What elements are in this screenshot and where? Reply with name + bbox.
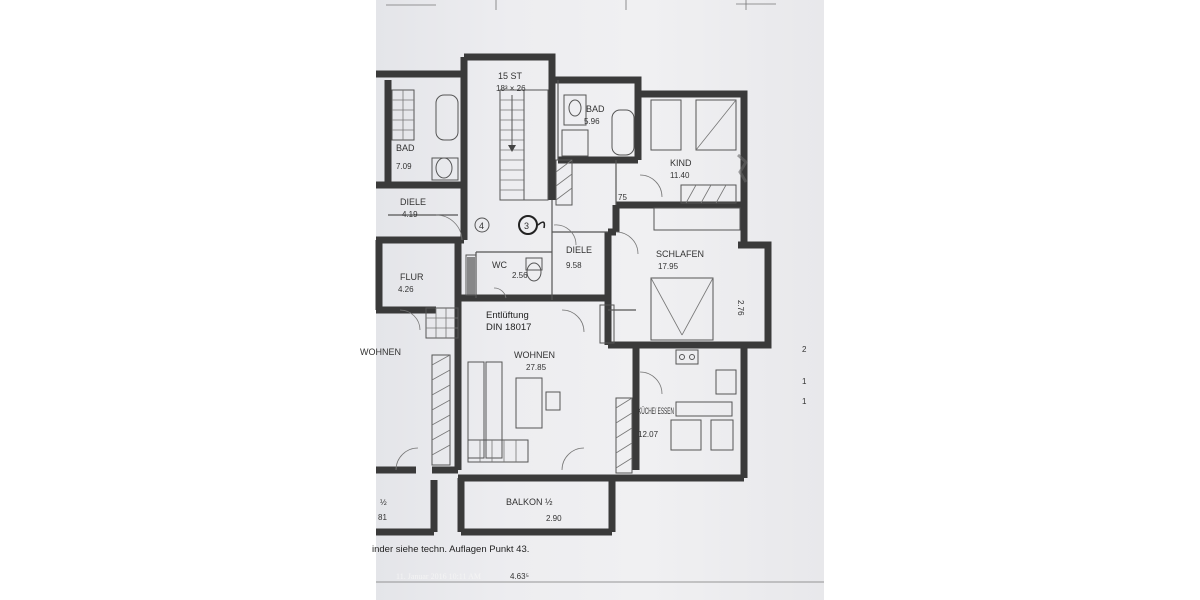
dimension-75: 75 [618, 193, 627, 202]
unit-number-3: 3 [524, 221, 529, 231]
interior-walls [388, 80, 636, 311]
margin-mark-1: 2 [802, 345, 807, 354]
photo-timestamp: 11. Januar 2016 10:11 AM [396, 572, 481, 581]
room-area-flur: 4.26 [398, 285, 414, 294]
room-name-balkon: BALKON ½ [506, 497, 553, 507]
room-area-kind: 11.40 [670, 171, 690, 180]
room-name-balkon-left: ½ [380, 498, 387, 507]
room-name-wohnen-left: WOHNEN [360, 347, 401, 357]
room-name-diele-left: DIELE [400, 197, 426, 207]
fixtures [391, 89, 635, 296]
unit-number-4: 4 [479, 221, 484, 231]
staircase [499, 89, 549, 201]
top-dimension-ticks [386, 0, 776, 10]
room-name-kind: KIND [670, 158, 692, 168]
room-name-diele-right: DIELE [566, 245, 592, 255]
technical-note: inder siehe techn. Auflagen Punkt 43. [372, 544, 529, 555]
walls [375, 53, 772, 536]
room-name-wohnen: WOHNEN [514, 350, 555, 360]
pen-mark [537, 221, 546, 229]
room-area-balkon-left: 81 [378, 513, 387, 522]
pencil-smudge [737, 153, 748, 183]
room-area-diele-right: 9.58 [566, 261, 582, 270]
bottom-dimension: 4.63⁵ [510, 572, 529, 581]
unit-number-circle-3 [518, 215, 538, 235]
furniture [467, 99, 737, 463]
room-area-schlafen: 17.95 [658, 262, 679, 271]
floor-plan: BAD 7.09 DIELE 4.19 FLUR 4.26 WOHNEN BAD… [360, 0, 824, 583]
door-swings [395, 174, 663, 471]
room-area-balkon: 2.90 [546, 514, 562, 523]
room-area-bad-right: 5.96 [584, 117, 600, 126]
room-name-schlafen: SCHLAFEN [656, 249, 704, 259]
room-area-bad-left: 7.09 [396, 162, 412, 171]
room-name-bad-right: BAD [586, 104, 605, 114]
ventilation-note-line2: DIN 18017 [486, 322, 531, 333]
margin-mark-2: 1 [802, 377, 807, 386]
stair-label: 15 ST [498, 71, 523, 81]
hatched-panels [425, 159, 741, 474]
stair-dimensions: 18³ × 26 [496, 84, 526, 93]
room-area-wc: 2.56 [512, 271, 528, 280]
unit-number-circle-4 [474, 217, 490, 233]
room-name-kueche: KÜCHE/ ESSEN [638, 406, 674, 416]
room-area-kueche: 12.07 [638, 430, 659, 439]
room-area-diele-left: 4.19 [402, 210, 418, 219]
dimension-276: 2.76 [736, 300, 745, 316]
margin-mark-3: 1 [802, 397, 807, 406]
floor-plan-photo: BAD 7.09 DIELE 4.19 FLUR 4.26 WOHNEN BAD… [360, 0, 824, 600]
room-name-bad-left: BAD [396, 143, 415, 153]
room-name-flur: FLUR [400, 272, 424, 282]
ventilation-note-line1: Entlüftung [486, 310, 529, 321]
room-name-wc: WC [492, 260, 507, 270]
room-area-wohnen: 27.85 [526, 363, 547, 372]
